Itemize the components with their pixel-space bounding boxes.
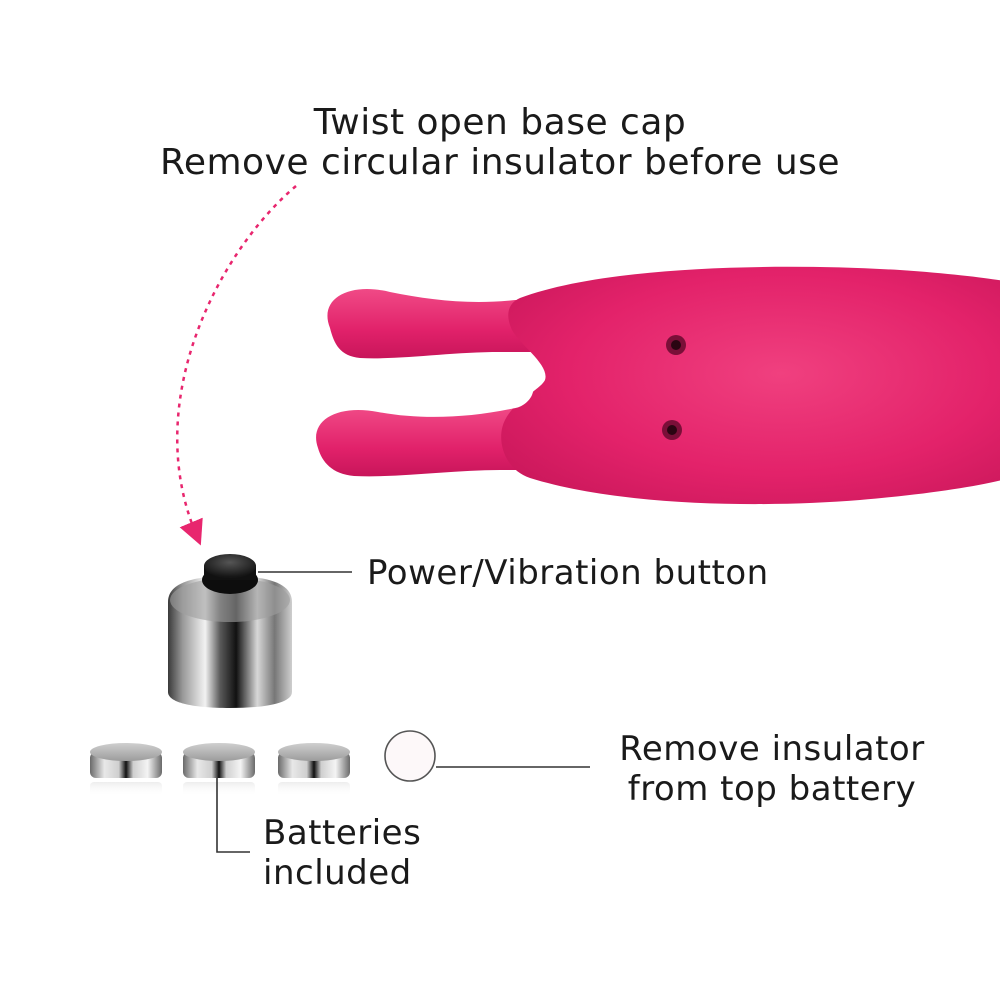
button-cell-battery-icon: [90, 743, 350, 796]
instruction-line-2: Remove circular insulator before use: [159, 142, 841, 183]
dashed-arrow: [175, 185, 297, 546]
insulator-label-line-2: from top battery: [627, 769, 917, 810]
batteries-label-line-2: included: [263, 853, 412, 894]
power-button-label: Power/Vibration button: [367, 553, 769, 593]
instruction-line-1: Twist open base cap: [313, 102, 687, 143]
batteries-label-line-1: Batteries: [263, 813, 422, 853]
insulator-label-line-1: Remove insulator: [619, 729, 925, 769]
batteries-label: Batteries included: [263, 813, 453, 893]
insulator-disc-icon: [384, 730, 436, 782]
power-button-icon: [202, 554, 258, 594]
bunny-vibrator-icon: [316, 266, 1000, 505]
insulator-label: Remove insulator from top battery: [592, 729, 952, 809]
metal-base-cap-icon: [168, 554, 292, 708]
leader-lines: [216, 571, 590, 853]
